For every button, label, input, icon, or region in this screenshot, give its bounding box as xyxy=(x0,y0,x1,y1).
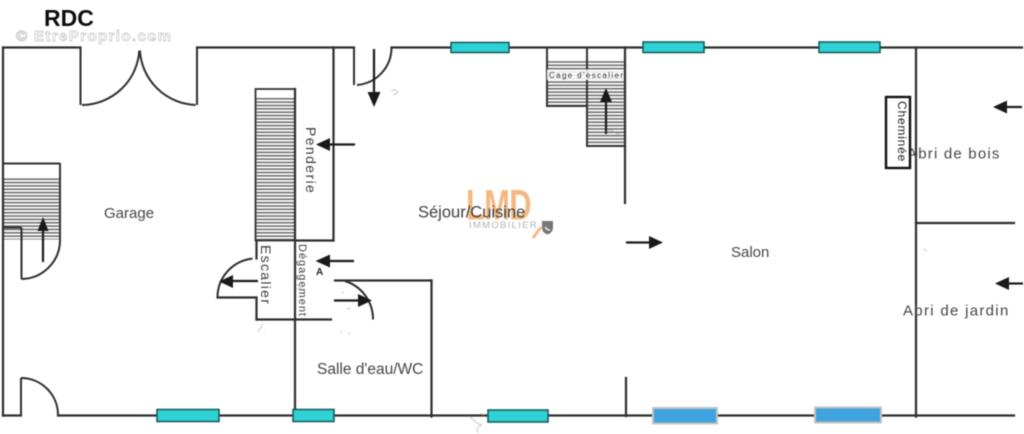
svg-text:Cheminée: Cheminée xyxy=(895,101,909,162)
svg-text:IMMOBILIER: IMMOBILIER xyxy=(469,220,538,231)
svg-text:Abri de bois: Abri de bois xyxy=(907,146,1001,163)
svg-text:LMD: LMD xyxy=(466,180,531,228)
svg-text:A: A xyxy=(316,267,323,278)
svg-text:Séjour/Cuisine: Séjour/Cuisine xyxy=(418,204,525,222)
svg-text:Garage: Garage xyxy=(104,205,154,222)
svg-text:Salle d'eau/WC: Salle d'eau/WC xyxy=(317,361,423,378)
svg-text:RDC: RDC xyxy=(44,5,94,31)
svg-text:Salon: Salon xyxy=(731,244,769,261)
svg-text:Abri de jardin: Abri de jardin xyxy=(903,303,1010,320)
svg-text:Dégagement: Dégagement xyxy=(296,244,308,317)
svg-text:Penderie: Penderie xyxy=(303,127,319,194)
svg-text:Escalier: Escalier xyxy=(258,245,274,305)
svg-text:© EtreProprio.com: © EtreProprio.com xyxy=(16,28,173,45)
svg-text:Cage d'escalier: Cage d'escalier xyxy=(549,71,623,80)
